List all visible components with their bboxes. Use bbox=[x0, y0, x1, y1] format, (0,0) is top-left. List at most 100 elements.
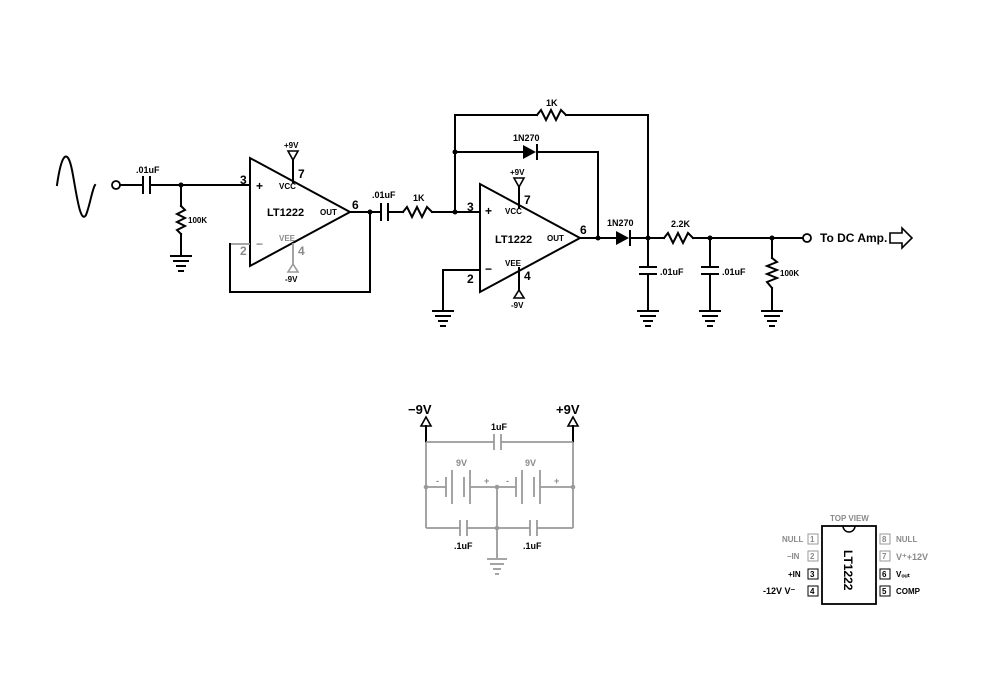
amp1-plus-sign: + bbox=[256, 179, 263, 193]
supply-cap-right bbox=[529, 520, 538, 536]
ground-symbol-4 bbox=[699, 310, 721, 327]
output-label: To DC Amp. bbox=[820, 231, 887, 245]
amp2-pin-plus: 3 bbox=[467, 200, 474, 214]
ground-symbol-6 bbox=[487, 558, 507, 575]
svg-text:6: 6 bbox=[882, 570, 887, 579]
amp1-pin-out: 6 bbox=[352, 198, 359, 212]
load-resistor-label: 100K bbox=[780, 269, 799, 278]
output-terminal bbox=[802, 233, 812, 243]
amp1-supply-pos: +9V bbox=[284, 141, 299, 150]
feedback-diode-label: 1N270 bbox=[513, 133, 540, 143]
ground-symbol-5 bbox=[761, 310, 783, 327]
series-resistor bbox=[401, 204, 434, 220]
supply-top-capacitor bbox=[493, 434, 502, 450]
amp2-supply-neg: -9V bbox=[511, 301, 524, 310]
battery-right-minus: - bbox=[506, 476, 509, 486]
filter-resistor bbox=[662, 230, 695, 246]
ground-symbol-2 bbox=[432, 310, 454, 327]
battery-right bbox=[515, 470, 541, 504]
op-amp-2 bbox=[479, 182, 583, 294]
amp2-plus-sign: + bbox=[485, 204, 492, 218]
battery-left-plus: + bbox=[484, 476, 489, 486]
amp2-name: LT1222 bbox=[495, 234, 532, 246]
svg-text:–IN: –IN bbox=[787, 552, 800, 561]
supply-neg-label: −9V bbox=[408, 402, 432, 417]
svg-text:-12V V⁻: -12V V⁻ bbox=[763, 586, 796, 596]
pinout-notch bbox=[842, 525, 856, 533]
supply-pos-arrow bbox=[566, 415, 580, 427]
amp1-vcc-arrow bbox=[286, 150, 300, 162]
battery-right-label: 9V bbox=[525, 458, 536, 468]
filter-capacitor-2-label: .01uF bbox=[722, 267, 746, 277]
battery-left bbox=[445, 470, 471, 504]
supply-cap-left-label: .1uF bbox=[454, 541, 473, 551]
battery-right-plus: + bbox=[554, 476, 559, 486]
amp1-minus-sign: − bbox=[256, 237, 263, 251]
svg-text:NULL: NULL bbox=[896, 535, 917, 544]
ground-symbol-3 bbox=[637, 310, 659, 327]
supply-top-cap-label: 1uF bbox=[491, 422, 508, 432]
filter-resistor-label: 2.2K bbox=[671, 219, 691, 229]
svg-text:COMP: COMP bbox=[896, 587, 921, 596]
filter-capacitor-1-label: .01uF bbox=[660, 267, 684, 277]
amp2-pin-vee: 4 bbox=[524, 269, 531, 283]
op-amp-1 bbox=[249, 156, 353, 268]
supply-cap-right-label: .1uF bbox=[523, 541, 542, 551]
feedback-resistor bbox=[535, 107, 568, 123]
amp2-minus-sign: − bbox=[485, 262, 492, 276]
load-resistor bbox=[764, 256, 780, 290]
svg-text:5: 5 bbox=[882, 587, 887, 596]
input-capacitor bbox=[142, 176, 151, 194]
coupling-capacitor-label: .01uF bbox=[372, 190, 396, 200]
amp2-out-label: OUT bbox=[547, 234, 564, 243]
amp2-supply-pos: +9V bbox=[510, 168, 525, 177]
svg-text:4: 4 bbox=[810, 587, 815, 596]
amp1-pin-minus: 2 bbox=[240, 244, 247, 258]
svg-text:NULL: NULL bbox=[782, 535, 803, 544]
amp1-supply-neg: -9V bbox=[285, 275, 298, 284]
input-resistor bbox=[174, 204, 188, 236]
pinout-chip-name: LT1222 bbox=[841, 550, 855, 591]
amp2-vcc-label: VCC bbox=[505, 207, 522, 216]
filter-capacitor-1 bbox=[639, 266, 657, 275]
amp1-vcc-label: VCC bbox=[279, 182, 296, 191]
svg-text:2: 2 bbox=[810, 552, 815, 561]
pinout-chip-body bbox=[821, 525, 877, 605]
svg-text:7: 7 bbox=[882, 552, 887, 561]
amp1-pin-vcc: 7 bbox=[298, 167, 305, 181]
output-arrow-icon bbox=[889, 226, 914, 250]
input-terminal bbox=[111, 180, 121, 190]
supply-neg-arrow bbox=[419, 415, 433, 427]
amp1-vee-label: VEE bbox=[279, 234, 296, 243]
amp2-vee-arrow bbox=[512, 288, 526, 299]
amp2-vee-label: VEE bbox=[505, 259, 522, 268]
amp1-name: LT1222 bbox=[267, 207, 304, 219]
amp1-pin-plus: 3 bbox=[240, 173, 247, 187]
battery-left-label: 9V bbox=[456, 458, 467, 468]
filter-capacitor-2 bbox=[701, 266, 719, 275]
supply-pos-label: +9V bbox=[556, 402, 580, 417]
supply-cap-left bbox=[459, 520, 468, 536]
output-diode bbox=[616, 230, 631, 246]
amp2-pin-out: 6 bbox=[580, 223, 587, 237]
feedback-resistor-label: 1K bbox=[546, 98, 558, 108]
pinout-left-pins: 1 NULL 2 –IN 3 +IN 4 -12V V⁻ bbox=[763, 533, 819, 597]
svg-text:1: 1 bbox=[810, 535, 815, 544]
battery-left-minus: - bbox=[436, 476, 439, 486]
pinout-right-pins: 8 NULL 7 V⁺+12V 6 Vₒᵤₜ 5 COMP bbox=[879, 533, 928, 597]
ground-symbol-1 bbox=[170, 255, 192, 272]
amp1-pin-vee: 4 bbox=[298, 244, 305, 258]
input-resistor-label: 100K bbox=[188, 216, 207, 225]
input-capacitor-label: .01uF bbox=[136, 165, 160, 175]
amp2-pin-minus: 2 bbox=[467, 272, 474, 286]
coupling-capacitor bbox=[380, 203, 389, 221]
series-resistor-label: 1K bbox=[413, 193, 425, 203]
amp1-out-label: OUT bbox=[320, 208, 337, 217]
pinout-title: TOP VIEW bbox=[830, 514, 869, 523]
amp1-vee-arrow bbox=[286, 262, 300, 273]
svg-text:V⁺+12V: V⁺+12V bbox=[896, 552, 928, 562]
feedback-diode bbox=[523, 144, 538, 160]
svg-text:Vₒᵤₜ: Vₒᵤₜ bbox=[896, 570, 911, 579]
sine-wave-source bbox=[55, 155, 97, 218]
